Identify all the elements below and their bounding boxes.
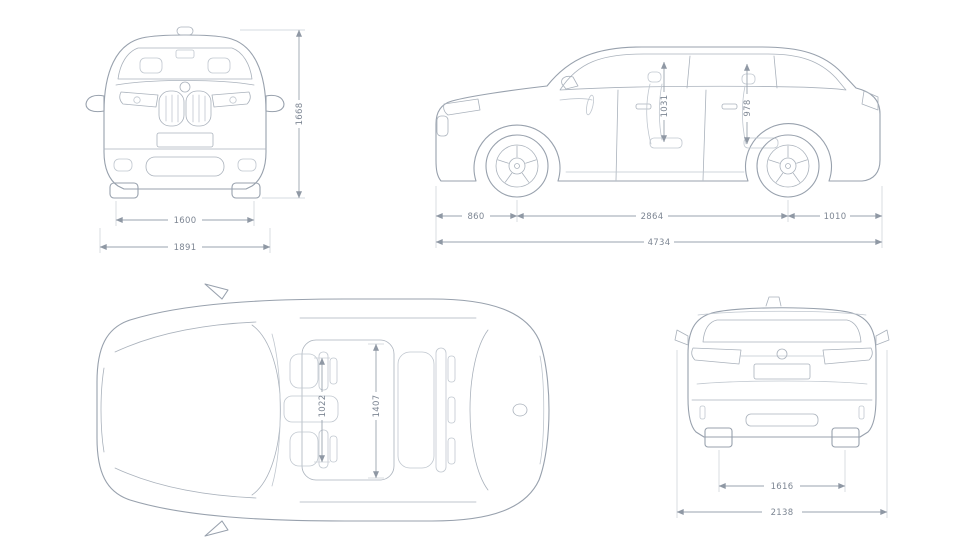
- rear-wheel-side: [756, 134, 820, 198]
- dimension-label-rear-overhang: 1010: [824, 212, 847, 222]
- rear-seat-headrest: [741, 73, 756, 85]
- rearview-mirror: [175, 49, 195, 59]
- steering-wheel: [586, 94, 594, 116]
- kidney-side: [436, 115, 449, 137]
- center-console: [283, 395, 339, 423]
- mirror-top-right: [204, 520, 229, 537]
- c-pillar: [773, 55, 778, 89]
- dimension-label-overall-width: 1891: [174, 243, 197, 253]
- shark-fin-antenna: [765, 296, 782, 307]
- taillight-left: [691, 347, 742, 365]
- door-handle-rear: [721, 103, 738, 110]
- bmw-roundel-rear: [776, 348, 788, 360]
- sunroof: [301, 339, 395, 481]
- bmw-roundel-front: [179, 81, 191, 93]
- interior-top: [283, 347, 456, 473]
- dimension-label-width-incl-mirrors: 2138: [771, 508, 794, 518]
- top-view: 1022 1407: [96, 283, 550, 537]
- dimension-front-interior-width: 1022: [314, 357, 330, 463]
- front-wheel-side: [485, 134, 549, 198]
- front-wheel-left: [109, 182, 139, 199]
- rear-window: [702, 319, 862, 343]
- roof-antenna: [176, 26, 194, 36]
- dimension-front-headroom: 1031: [660, 61, 670, 143]
- mirror-right: [265, 94, 285, 113]
- rear-bench-backrest: [435, 347, 447, 473]
- rear-car-drawing: [674, 296, 890, 448]
- license-plate-rear: [753, 363, 811, 380]
- headlamp-side: [443, 98, 481, 116]
- dimension-label-track-width: 1600: [174, 216, 197, 226]
- windshield-top-view: [251, 324, 281, 496]
- door-handle-front: [635, 103, 652, 110]
- headrest-left: [139, 57, 163, 74]
- front-wheel-right: [231, 182, 261, 199]
- dimension-rear-interior-width: 1407: [368, 343, 384, 479]
- side-view: 1031 978 860 2864: [435, 46, 883, 248]
- mirror-rear-right: [875, 329, 890, 346]
- front-seat-left: [289, 353, 319, 389]
- dimension-front-track: 1600: [115, 201, 255, 226]
- taillight-right: [822, 347, 873, 365]
- dimension-front-height: 1668: [240, 29, 305, 199]
- dimension-label-rear-interior-width: 1407: [372, 395, 382, 418]
- dimension-label-rear-headroom: 978: [743, 99, 753, 116]
- front-car-drawing: [85, 26, 285, 199]
- dimension-wheelbase: 2864: [516, 212, 789, 222]
- air-intake: [145, 156, 225, 177]
- hood-crease-bottom: [114, 467, 257, 499]
- rear-wheel-left: [704, 427, 733, 448]
- side-windows: [559, 53, 847, 91]
- dimension-front-width: 1891: [99, 228, 271, 253]
- hood-line: [115, 80, 255, 86]
- rear-diffuser: [745, 413, 819, 427]
- rear-view: 1616 2138: [674, 296, 890, 518]
- mirror-top-left: [204, 283, 229, 300]
- rear-door-seam: [702, 89, 707, 181]
- dimension-label-front-interior-width: 1022: [318, 395, 328, 418]
- dimension-label-front-headroom: 1031: [660, 95, 670, 118]
- rear-bench-cushion: [397, 351, 435, 469]
- dimension-width-incl-mirrors: 2138: [676, 350, 888, 518]
- dimension-front-overhang: 860: [435, 212, 518, 222]
- dimension-label-front-overhang: 860: [467, 212, 484, 222]
- tailgate-seam: [696, 380, 868, 385]
- dimension-label-wheelbase: 2864: [641, 212, 664, 222]
- dimension-rear-track: 1616: [718, 450, 846, 492]
- dimension-label-height: 1668: [295, 103, 305, 126]
- front-seat-right: [289, 431, 319, 467]
- dashboard-line: [271, 333, 281, 487]
- windshield: [117, 47, 253, 80]
- headlight-right: [211, 91, 251, 108]
- rear-window-top-view: [469, 329, 489, 491]
- dimension-label-overall-length: 4734: [648, 238, 671, 248]
- taillamp-side: [861, 90, 879, 111]
- b-pillar: [686, 55, 691, 89]
- dimension-rear-headroom: 978: [743, 63, 753, 145]
- hood-crease-top: [114, 321, 257, 353]
- front-view: 1600 1891 1668: [85, 26, 305, 253]
- dimension-rear-overhang: 1010: [787, 212, 883, 222]
- side-mirror: [561, 76, 579, 90]
- roof-antenna-top-view: [512, 403, 528, 417]
- kidney-grille: [158, 90, 212, 127]
- top-car-drawing: [96, 283, 550, 537]
- mirror-left: [85, 94, 105, 113]
- license-plate-front: [156, 132, 214, 148]
- front-seat-headrest: [647, 71, 662, 83]
- headlight-left: [119, 91, 159, 108]
- mirror-rear-left: [674, 329, 689, 346]
- side-car-drawing: [435, 46, 881, 198]
- headrest-right: [207, 57, 231, 74]
- dimension-overall-length: 4734: [435, 238, 883, 248]
- dimension-side-bottom: 860 2864 1010 4734: [435, 186, 883, 248]
- rear-wheel-right: [831, 427, 860, 448]
- dimension-label-rear-track: 1616: [771, 482, 794, 492]
- front-door-seam: [615, 89, 619, 181]
